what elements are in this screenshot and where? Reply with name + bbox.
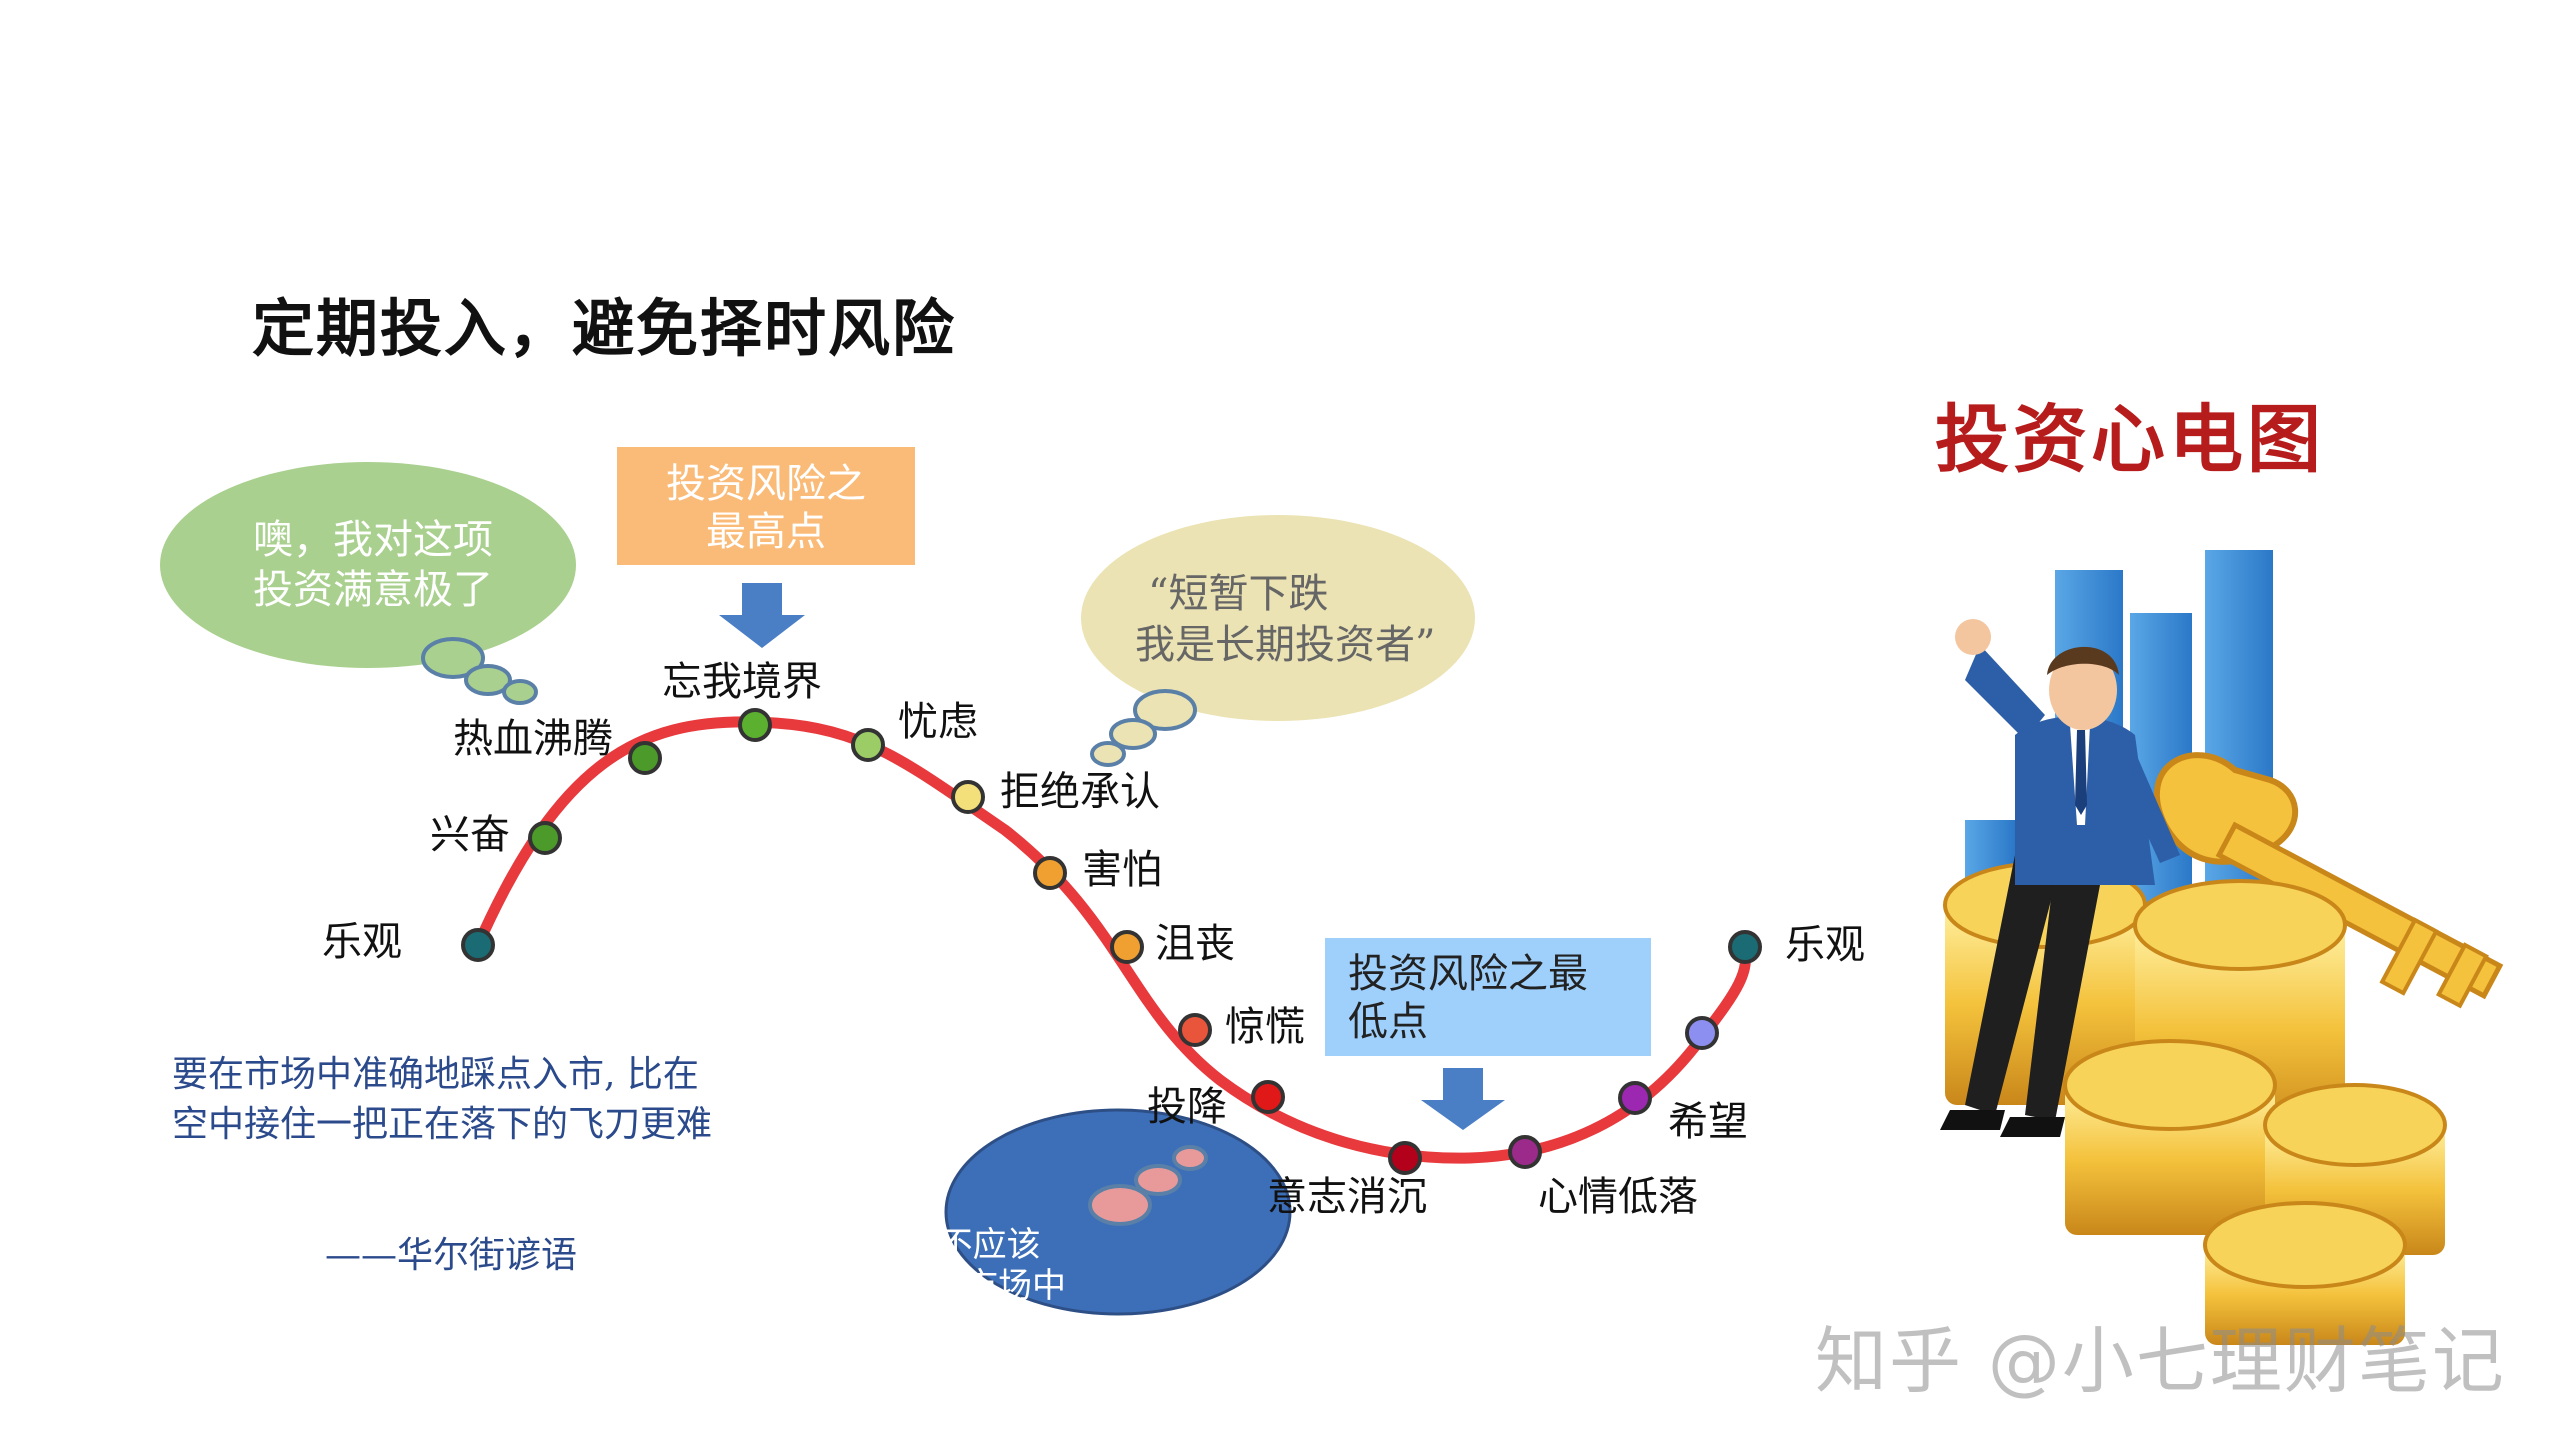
- trough-box-line2: 低点: [1348, 999, 1428, 1045]
- stage-label-12: 希望: [1668, 1099, 1748, 1145]
- stage-marker-2: [628, 741, 662, 775]
- bubble-denial: “短暂下跌 我是长期投资者”: [1081, 515, 1475, 767]
- stage-marker-6: [1033, 856, 1067, 890]
- stage-marker-8: [1178, 1013, 1212, 1047]
- stage-marker-10: [1388, 1141, 1422, 1175]
- bubble-regret-line2: 继续停留在市场中: [794, 1266, 1066, 1306]
- stage-label-7: 沮丧: [1155, 921, 1235, 967]
- peak-box-line1: 投资风险之: [666, 461, 866, 507]
- investment-ecg-title: 投资心电图: [1935, 397, 2325, 483]
- stage-label-14: 乐观: [1785, 922, 1865, 968]
- stage-label-4: 忧虑: [898, 699, 978, 745]
- bubble-regret: “也许我不应该 继续停留在市场中: [794, 1108, 1292, 1316]
- stage-marker-14: [1728, 930, 1762, 964]
- stage-marker-11: [1508, 1135, 1542, 1169]
- stage-label-1: 兴奋: [430, 812, 510, 858]
- bubble-denial-line2: 我是长期投资者”: [1135, 622, 1435, 668]
- bubble-regret-line1: “也许我不应该: [819, 1225, 1040, 1265]
- bubble-denial-line1: “短暂下跌: [1148, 571, 1328, 617]
- golden-key-icon: [2154, 752, 2504, 1009]
- stage-marker-13: [1685, 1016, 1719, 1050]
- stage-marker-0: [461, 928, 495, 962]
- slide-title: 定期投入，避免择时风险: [252, 292, 957, 365]
- wall-street-quote: 要在市场中准确地踩点入市, 比在空中接住一把正在落下的飞刀更难: [172, 1054, 713, 1145]
- stage-label-9: 投降: [1147, 1084, 1227, 1130]
- stage-label-11: 心情低落: [1538, 1174, 1698, 1220]
- stage-marker-12: [1618, 1081, 1652, 1115]
- trough-box-line1: 投资风险之最: [1348, 951, 1588, 997]
- bubble-satisfied: 噢，我对这项 投资满意极了: [160, 462, 576, 705]
- stage-label-8: 惊慌: [1225, 1004, 1305, 1050]
- zhihu-watermark: 知乎 @小七理财笔记: [1815, 1319, 2506, 1403]
- trough-risk-box: 投资风险之最 低点: [1325, 938, 1651, 1130]
- investor-illustration: [1940, 550, 2504, 1345]
- peak-risk-box: 投资风险之 最高点: [617, 447, 915, 648]
- stage-label-6: 害怕: [1082, 847, 1162, 893]
- stage-marker-4: [851, 728, 885, 762]
- stage-label-5: 拒绝承认: [1000, 769, 1160, 815]
- bubble-satisfied-line2: 投资满意极了: [253, 567, 493, 613]
- stage-label-3: 忘我境界: [662, 659, 822, 705]
- trough-arrow-icon: [1421, 1068, 1505, 1130]
- peak-arrow-icon: [719, 583, 805, 648]
- stage-label-0: 乐观: [322, 919, 402, 965]
- peak-box-line2: 最高点: [706, 509, 826, 555]
- stage-label-2: 热血沸腾: [453, 716, 613, 762]
- bubble-regret-trail: [1088, 1145, 1208, 1226]
- stage-marker-5: [951, 780, 985, 814]
- stage-label-10: 意志消沉: [1267, 1174, 1427, 1220]
- stage-marker-3: [738, 708, 772, 742]
- bubble-satisfied-line1: 噢，我对这项: [253, 517, 493, 563]
- quote-source: ——华尔街谚语: [325, 1235, 578, 1276]
- stage-marker-1: [528, 821, 562, 855]
- regret-trail-bubble-2: [1172, 1145, 1208, 1171]
- stage-marker-9: [1251, 1080, 1285, 1114]
- regret-trail-bubble-0: [1088, 1184, 1152, 1226]
- businessman-icon: [1940, 619, 2180, 1137]
- stage-marker-7: [1110, 930, 1144, 964]
- regret-trail-bubble-1: [1134, 1164, 1182, 1196]
